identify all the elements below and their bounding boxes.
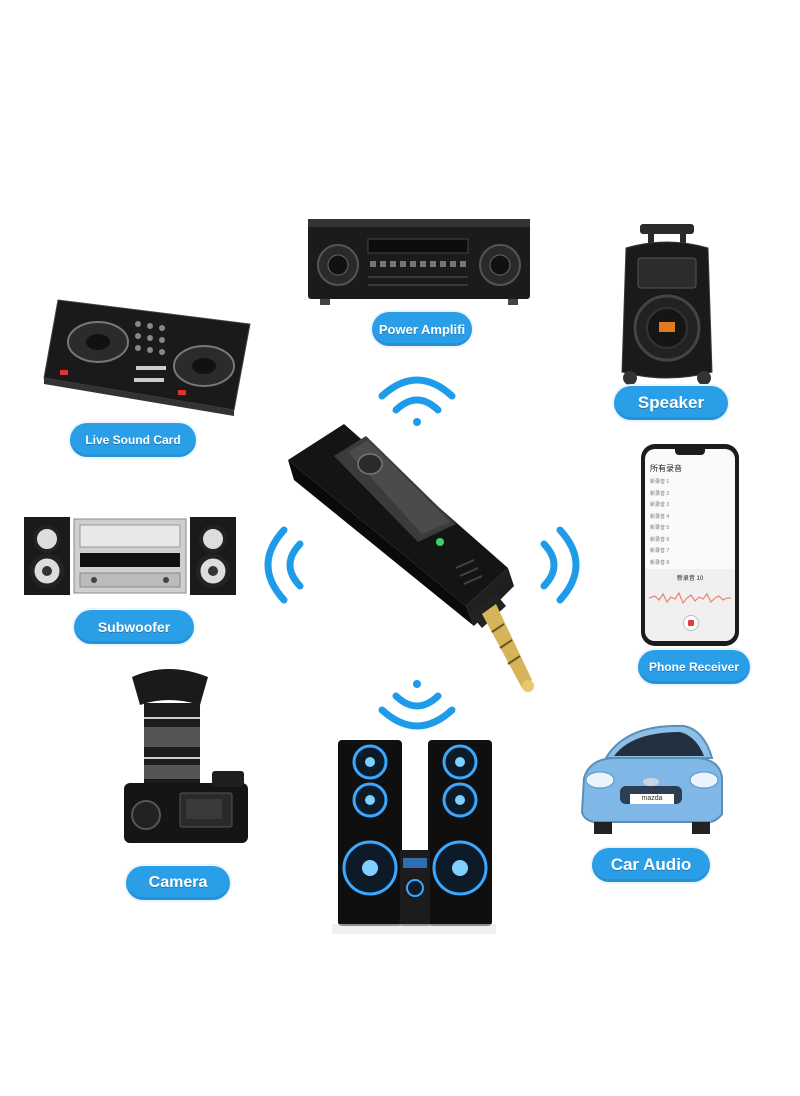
record-button[interactable] [683, 615, 699, 631]
wireless-signal-right-icon [530, 520, 586, 610]
header-caption [228, 138, 588, 168]
power-amplifier-image [306, 215, 532, 307]
car-audio-label-text: Car Audio [610, 855, 692, 874]
speaker-label: Speaker [614, 386, 728, 420]
wireless-receiver-image [270, 418, 540, 708]
stop-icon [688, 620, 694, 626]
car-badge: mazda [630, 794, 674, 804]
live-sound-card-label: Live Sound Card [70, 423, 196, 457]
power-button-icon [357, 453, 383, 475]
subwoofer-image [24, 515, 236, 597]
list-item[interactable]: 新录音 8 [650, 559, 670, 566]
list-item[interactable]: 新录音 6 [650, 536, 670, 543]
wireless-signal-top-icon [372, 370, 462, 426]
hifi-towers-image [332, 738, 496, 938]
phone-receiver-label-text: Phone Receiver [648, 660, 740, 674]
phone-receiver-label: Phone Receiver [638, 650, 750, 684]
waveform-icon [649, 591, 731, 605]
live-sound-card-image [38, 282, 260, 417]
phone-list-title: 所有录音 [650, 464, 682, 473]
subwoofer-label: Subwoofer [74, 610, 194, 644]
phone-screen: 所有录音 新录音 1 新录音 2 新录音 3 新录音 4 新录音 5 新录音 6… [645, 449, 735, 641]
power-amplifier-label: Power Amplifi [372, 312, 472, 346]
recording-panel: 新录音 10 [645, 569, 735, 641]
list-item[interactable]: 新录音 2 [650, 490, 670, 497]
car-image [576, 718, 726, 836]
phone-image: 所有录音 新录音 1 新录音 2 新录音 3 新录音 4 新录音 5 新录音 6… [641, 444, 739, 646]
power-amplifier-label-text: Power Amplifi [378, 321, 466, 337]
status-led-icon [436, 538, 444, 546]
recording-list: 新录音 1 新录音 2 新录音 3 新录音 4 新录音 5 新录音 6 新录音 … [650, 477, 669, 569]
recording-title: 新录音 10 [676, 576, 704, 582]
wireless-signal-left-icon [258, 520, 314, 610]
list-item[interactable]: 新录音 1 [650, 479, 670, 485]
list-item[interactable]: 新录音 5 [650, 525, 670, 531]
live-sound-card-label-text: Live Sound Card [85, 433, 181, 447]
camera-label: Camera [126, 866, 230, 900]
wireless-signal-bottom-icon [372, 680, 462, 736]
list-item[interactable]: 新录音 4 [650, 513, 670, 520]
camera-image [118, 665, 252, 861]
list-item[interactable]: 新录音 3 [650, 502, 670, 508]
list-item[interactable]: 新录音 7 [650, 548, 670, 554]
phone-notch [675, 449, 705, 455]
subwoofer-label-text: Subwoofer [97, 619, 171, 635]
car-audio-label: Car Audio [592, 848, 710, 882]
camera-label-text: Camera [148, 874, 208, 891]
speaker-image [612, 222, 722, 387]
speaker-label-text: Speaker [637, 393, 705, 412]
